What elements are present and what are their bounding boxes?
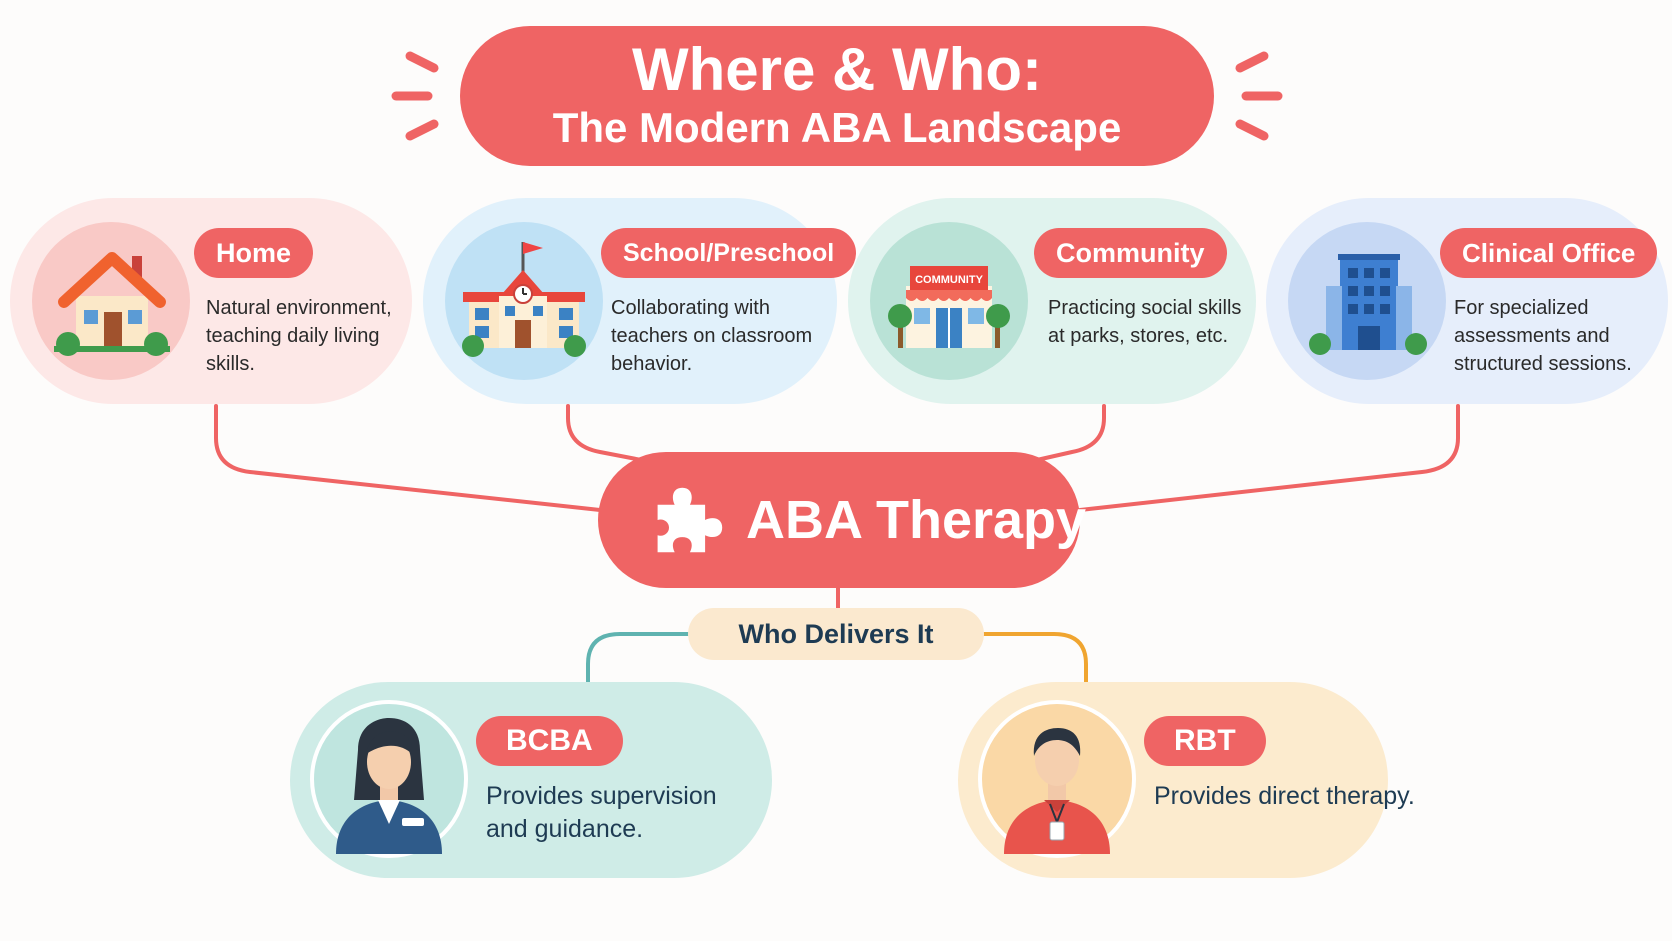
connector-school [566, 404, 654, 464]
puzzle-piece-icon [657, 487, 723, 553]
connector-home [214, 404, 602, 512]
who-delivers-label: Who Delivers It [688, 608, 984, 660]
setting-card-home: Home Natural environment, teaching daily… [10, 198, 412, 404]
man-technician-icon [1004, 728, 1110, 854]
office-building-icon [1309, 254, 1427, 355]
connector-community [1026, 404, 1106, 464]
setting-icon-circle: COMMUNITY [870, 222, 1028, 380]
house-icon [54, 252, 170, 356]
avatar [978, 700, 1136, 858]
setting-description-community: Practicing social skills at parks, store… [1048, 297, 1242, 347]
setting-card-clinical-office: Clinical Office For specialized assessme… [1266, 198, 1668, 404]
setting-icon-circle [445, 222, 603, 380]
page-subtitle: The Modern ABA Landscape [552, 104, 1122, 151]
hub-label: ABA Therapy [746, 490, 1087, 550]
title-banner: Where & Who: The Modern ABA Landscape [460, 26, 1214, 166]
role-label-rbt: RBT [1144, 716, 1266, 766]
setting-description-school: Collaborating with teachers on classroom… [611, 297, 813, 375]
burst-right-icon [1235, 51, 1283, 141]
setting-description-clinical-office: For specialized assessments and structur… [1454, 297, 1632, 375]
burst-left-icon [391, 51, 439, 141]
role-description-bcba: Provides supervision and guidance. [486, 782, 717, 843]
setting-card-community: COMMUNITY Community Practicing social sk… [848, 198, 1256, 404]
connector-rbt [982, 632, 1088, 684]
aba-therapy-hub: ABA Therapy [598, 452, 1086, 588]
setting-label-home: Home [194, 228, 314, 278]
community-sign-text: COMMUNITY [915, 274, 983, 286]
role-card-rbt: RBT Provides direct therapy. [958, 682, 1415, 878]
setting-icon-circle [32, 222, 190, 380]
connector-bcba [586, 632, 690, 684]
storefront-icon: COMMUNITY [888, 266, 1010, 348]
setting-description-home: Natural environment, teaching daily livi… [206, 297, 392, 375]
setting-label-community: Community [1034, 228, 1227, 278]
setting-label-school: School/Preschool [601, 228, 857, 278]
connector-clinic [1078, 404, 1460, 512]
setting-label-clinical-office: Clinical Office [1440, 228, 1658, 278]
school-icon [462, 242, 586, 357]
role-card-bcba: BCBA Provides supervision and guidance. [290, 682, 772, 878]
setting-icon-circle [1288, 222, 1446, 380]
role-description-rbt: Provides direct therapy. [1154, 782, 1415, 810]
role-label-bcba: BCBA [476, 716, 623, 766]
woman-professional-icon [336, 718, 442, 854]
setting-card-school: School/Preschool Collaborating with teac… [423, 198, 857, 404]
page-title: Where & Who: [632, 36, 1042, 103]
avatar [310, 700, 468, 858]
